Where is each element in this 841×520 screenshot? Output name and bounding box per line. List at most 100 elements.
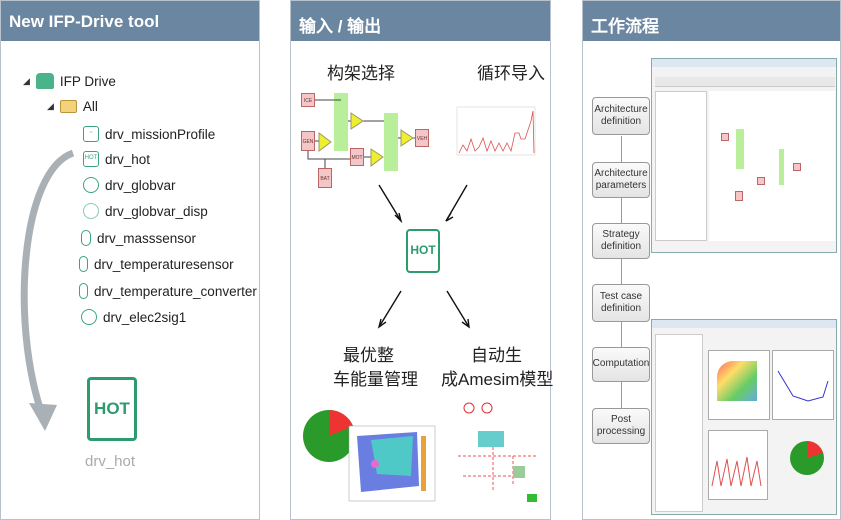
- toolbar: [655, 77, 835, 87]
- tree-item-label: drv_elec2sig1: [103, 309, 187, 325]
- step-label-line: processing: [596, 426, 646, 437]
- panel-new-tool: New IFP-Drive tool ◢ IFP Drive ◢ All ~ dr…: [0, 0, 260, 520]
- results-screenshot: [651, 319, 837, 515]
- connector: [621, 259, 622, 284]
- tree-folder-label: All: [82, 99, 98, 114]
- expand-triangle-icon[interactable]: ◢: [23, 75, 30, 86]
- tree-item-label: drv_masssensor: [97, 230, 197, 246]
- block: [735, 191, 743, 201]
- diagram-connections: [307, 99, 415, 168]
- globvar-icon: [83, 177, 99, 193]
- optimization-label-2: 车能量管理: [333, 370, 418, 389]
- tree-item-mission-profile[interactable]: ~ drv_missionProfile: [83, 126, 215, 142]
- folder-icon: [59, 100, 77, 113]
- elec2sig-icon: [81, 309, 97, 325]
- expand-triangle-icon[interactable]: ◢: [47, 101, 54, 111]
- tree-root-label: IFP Drive: [59, 73, 116, 89]
- block-veh: VEH: [415, 129, 429, 147]
- sensor-icon: [81, 230, 91, 246]
- window-titlebar: [652, 320, 836, 328]
- drive-cycle-chart: [456, 106, 536, 156]
- sensor-icon: [79, 256, 88, 272]
- tree-item-label: drv_temperature_converter: [94, 283, 257, 299]
- step-label-line: parameters: [595, 180, 647, 191]
- tree-item-hot[interactable]: HOT drv_hot: [83, 151, 150, 167]
- tree-folder[interactable]: ◢ All: [47, 99, 98, 114]
- block: [793, 163, 801, 171]
- converter-icon: [79, 283, 88, 299]
- optimization-plots: [303, 410, 436, 502]
- architecture-screenshot: [651, 58, 837, 253]
- tree-item-elec2sig[interactable]: drv_elec2sig1: [81, 309, 186, 325]
- tree-item-label: drv_globvar: [105, 177, 176, 193]
- globvar-disp-icon: [83, 203, 99, 219]
- block-mot: MOT: [350, 148, 364, 166]
- big-hot-icon: HOT: [87, 377, 137, 441]
- arch-label: 构架选择: [327, 64, 395, 83]
- bus: [779, 149, 784, 185]
- architecture-list: [655, 91, 707, 241]
- big-hot-label: drv_hot: [85, 453, 136, 470]
- connector: [621, 136, 622, 162]
- car-icon: [35, 73, 54, 89]
- variable-list: [655, 334, 703, 512]
- amesim-model: [458, 402, 538, 502]
- tree-item-label: drv_temperaturesensor: [94, 256, 234, 272]
- tree-item-temperature-converter[interactable]: drv_temperature_converter: [79, 283, 257, 299]
- cycle-plot: [708, 430, 768, 500]
- tree-item-masssensor[interactable]: drv_masssensor: [81, 230, 196, 246]
- tree-item-globvar[interactable]: drv_globvar: [83, 177, 176, 193]
- bus: [736, 129, 744, 169]
- tree-root[interactable]: ◢ IFP Drive: [23, 73, 116, 89]
- step-label-line: Architecture: [594, 103, 648, 115]
- hot-icon: HOT: [406, 229, 440, 273]
- tree-item-globvar-disp[interactable]: drv_globvar_disp: [83, 203, 208, 219]
- bus: [334, 93, 348, 151]
- panel-title: 输入 / 输出: [291, 1, 550, 41]
- step-label-line: Test case: [599, 290, 643, 302]
- panel-io: 输入 / 输出 构架选择 循环导入 ICE GEN BAT MOT VEH HO…: [290, 0, 554, 520]
- block-gen: GEN: [301, 131, 315, 151]
- step-label-line: Post: [610, 413, 631, 425]
- step-label-line: definition: [600, 241, 642, 252]
- block: [721, 133, 729, 141]
- connector: [621, 198, 622, 223]
- tree-item-label: drv_missionProfile: [105, 126, 216, 142]
- map-plot: [708, 350, 770, 420]
- connector: [621, 382, 622, 408]
- connector: [621, 322, 622, 347]
- flow-arrows: [377, 184, 470, 329]
- cycle-label: 循环导入: [477, 64, 545, 83]
- step-label-line: definition: [600, 116, 642, 127]
- drag-arrow: [20, 149, 75, 431]
- tree-item-label: drv_hot: [105, 151, 151, 167]
- generation-label-2: 成Amesim模型: [441, 370, 554, 389]
- step-label-line: Computation: [592, 358, 650, 370]
- step-computation[interactable]: Computation: [592, 347, 650, 382]
- chart-icon: ~: [83, 126, 99, 142]
- step-label-line: Architecture: [594, 167, 648, 179]
- panel-title: New IFP-Drive tool: [1, 1, 259, 41]
- tree-item-label: drv_globvar_disp: [105, 203, 208, 219]
- step-label-line: Strategy: [602, 228, 640, 240]
- canvas: [709, 91, 835, 241]
- tree-item-temperaturesensor[interactable]: drv_temperaturesensor: [79, 256, 234, 272]
- window-titlebar: [652, 59, 836, 67]
- step-label-line: definition: [600, 303, 642, 314]
- bus: [384, 113, 398, 171]
- hot-icon: HOT: [83, 151, 99, 167]
- block-ice: ICE: [301, 93, 315, 107]
- optimization-label-1: 最优整: [343, 346, 394, 365]
- line-plot: [772, 350, 834, 420]
- block: [757, 177, 765, 185]
- pie-chart: [790, 441, 824, 475]
- block-bat: BAT: [318, 168, 332, 188]
- panel-title: 工作流程: [583, 1, 840, 41]
- generation-label-1: 自动生: [471, 346, 522, 365]
